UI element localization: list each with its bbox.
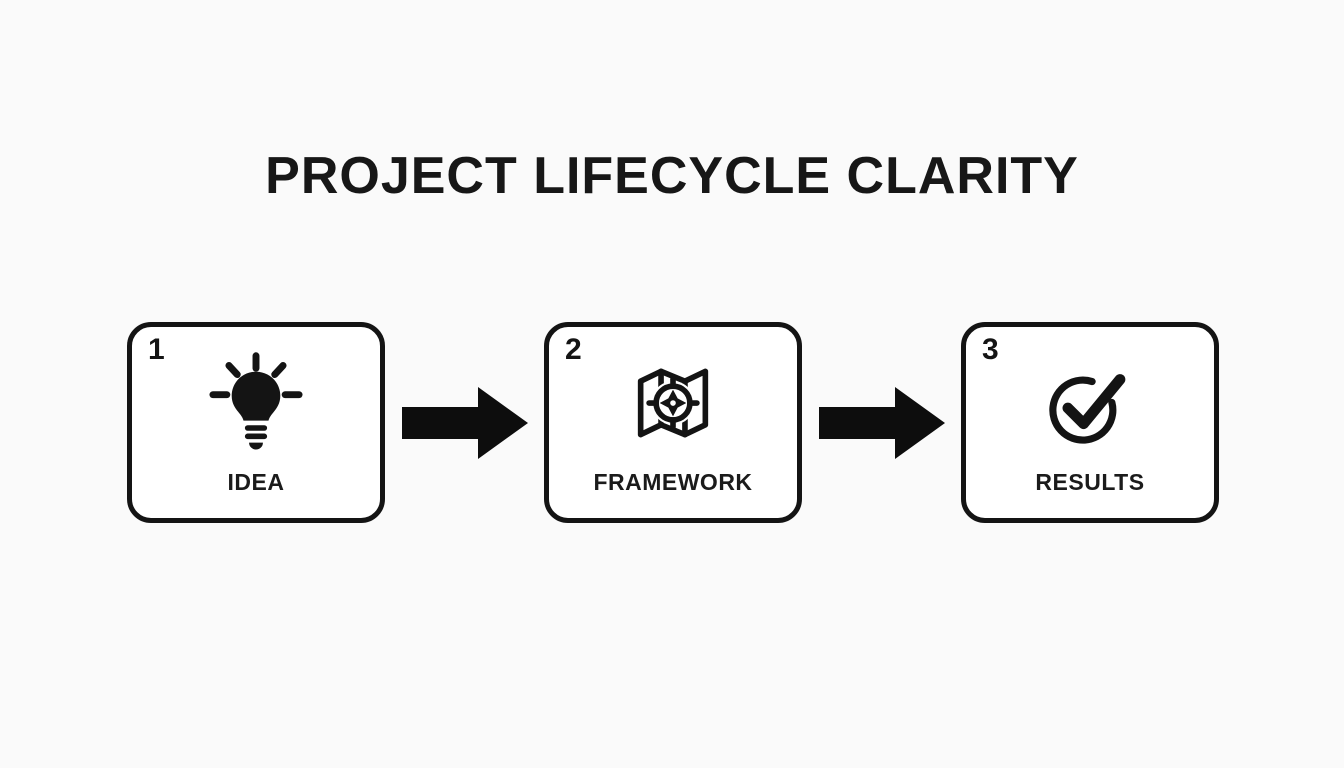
step-label: FRAMEWORK [593,469,753,495]
check-circle-icon [966,343,1214,463]
step-number: 1 [148,333,165,366]
diagram-title: PROJECT LIFECYCLE CLARITY [265,147,1079,205]
step-box-results: 3 RESULTS [961,322,1219,523]
arrow-right-icon [802,386,961,459]
step-label: RESULTS [1035,469,1145,495]
step-number: 2 [565,333,582,366]
step-label: IDEA [227,469,285,495]
step-box-framework: 2 [544,322,802,523]
step-box-idea: 1 IDEA [127,322,385,523]
map-icon [549,343,797,463]
process-flow: 1 IDEA [127,322,1219,523]
step-number: 3 [982,333,999,366]
arrow-right-icon [385,386,544,459]
lightbulb-icon [132,343,380,463]
